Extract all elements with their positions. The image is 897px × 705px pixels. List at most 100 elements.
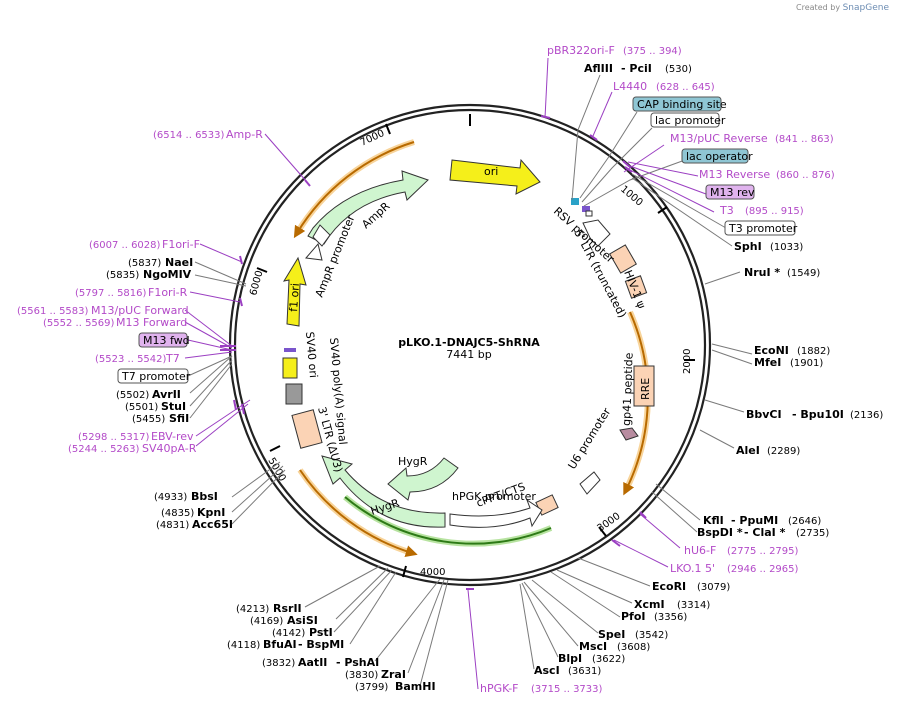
site-aatii-pos: (3832)	[262, 658, 295, 669]
label-t3-promoter: T3 promoter	[728, 222, 798, 235]
site-kpni: KpnI	[197, 506, 225, 519]
feature-box-t7-promoter: T7 promoter	[117, 368, 191, 384]
primer-ebv-rev-pos: (5298 .. 5317)	[78, 432, 150, 443]
site-psti: PstI	[309, 626, 333, 639]
site-msci: MscI	[579, 640, 607, 653]
primer-m13-forward: M13 Forward	[116, 316, 187, 329]
label-sv40-ori: SV40 ori	[303, 331, 320, 378]
feature-sv40-ori-box	[282, 357, 298, 379]
tick-label-3000: 3000	[595, 511, 622, 535]
tick-label-1000: 1000	[618, 184, 645, 209]
site-asci: AscI	[534, 664, 560, 677]
site-sfii: SfiI	[169, 412, 189, 425]
feature-box-t3-promoter: T3 promoter	[724, 220, 798, 236]
primer-amp-r: Amp-R	[226, 128, 263, 141]
site-blpi-pos: (3622)	[592, 654, 625, 665]
credit-text: Created by	[796, 3, 841, 12]
primer-lko1-5: LKO.1 5'	[670, 562, 715, 575]
label-ori: ori	[484, 165, 498, 178]
site-bamhi: BamHI	[395, 680, 436, 693]
site-bfuai: BfuAI	[263, 638, 297, 651]
site-asisi-pos: (4169)	[250, 616, 283, 627]
feature-small-purple	[284, 348, 296, 352]
label-gp41: gp41 peptide	[620, 352, 636, 426]
site-rsrii-pos: (4213)	[236, 604, 269, 615]
feature-hygr-b: HygR	[321, 455, 446, 528]
primer-m13puc-forward-pos: (5561 .. 5583)	[17, 306, 89, 317]
site-avrii-pos: (5502)	[116, 390, 149, 401]
site-psti-pos: (4142)	[272, 628, 305, 639]
tick-marks	[256, 114, 695, 578]
site-naei-pos: (5837)	[128, 258, 161, 269]
site-asisi: AsiSI	[287, 614, 318, 627]
site-sphi: SphI	[734, 240, 762, 253]
primer-hpgk-f-pos: (3715 .. 3733)	[531, 684, 603, 695]
feature-rre: RRE	[633, 365, 655, 407]
site-clai: - ClaI *	[744, 526, 786, 539]
primer-sv40pa-r: SV40pA-R	[142, 442, 197, 455]
site-ecori: EcoRI	[652, 580, 686, 593]
site-mfei: MfeI	[754, 356, 781, 369]
site-xcmi-pos: (3314)	[677, 600, 710, 611]
site-afliii-pos: (530)	[665, 64, 692, 75]
site-kpni-pos: (4835)	[161, 508, 194, 519]
site-avrii: AvrII	[152, 388, 181, 401]
site-bamhi-pos: (3799)	[355, 682, 388, 693]
site-pcii: - PciI	[621, 62, 652, 75]
primer-f1ori-f: F1ori-F	[162, 238, 200, 251]
feature-rsv-lttr-boxes	[571, 198, 648, 299]
site-bspdi: BspDI *	[697, 526, 743, 539]
primer-t7-pos: (5523 .. 5542)	[95, 354, 167, 365]
primer-sv40pa-r-pos: (5244 .. 5263)	[68, 444, 140, 455]
snapgene-logo-text: SnapGene	[842, 3, 889, 13]
site-bbvci: BbvCI	[746, 408, 782, 421]
site-bspmi: - BspMI	[298, 638, 344, 651]
site-alei: AleI	[736, 444, 760, 457]
primer-hpgk-f: hPGK-F	[480, 682, 518, 695]
feature-ori: ori	[449, 158, 541, 195]
primer-pbr322ori-f: pBR322ori-F	[547, 44, 615, 57]
site-spei: SpeI	[598, 628, 625, 641]
primer-f1ori-r-pos: (5797 .. 5816)	[75, 288, 147, 299]
site-nrui-pos: (1549)	[787, 268, 820, 279]
primer-l4440-pos: (628 .. 645)	[656, 82, 715, 93]
feature-box-lac-operator: lac operator	[681, 148, 753, 164]
site-ecori-pos: (3079)	[697, 582, 730, 593]
primer-m13-forward-pos: (5552 .. 5569)	[43, 318, 115, 329]
feature-hpgk-promoter: hPGK promoter	[449, 490, 543, 528]
connector-lines	[184, 57, 753, 690]
label-u6: U6 promoter	[566, 405, 614, 471]
primer-m13puc-reverse-pos: (841 .. 863)	[775, 134, 834, 145]
feature-hygr-a: HygR	[387, 455, 459, 501]
site-zrai: ZraI	[381, 668, 406, 681]
site-bfuai-pos: (4118)	[227, 640, 260, 651]
feature-box-cap: CAP binding site	[632, 96, 727, 112]
site-blpi: BlpI	[558, 652, 582, 665]
site-stui: StuI	[161, 400, 186, 413]
site-acc65i-pos: (4831)	[156, 520, 189, 531]
label-m13-rev: M13 rev	[710, 186, 755, 199]
site-pshai: - PshAI	[336, 656, 379, 669]
tick-label-6000: 6000	[248, 269, 265, 296]
label-t7-promoter: T7 promoter	[121, 370, 191, 383]
primer-m13puc-reverse: M13/pUC Reverse	[670, 132, 768, 145]
site-rsrii: RsrII	[273, 602, 302, 615]
tick-label-2000: 2000	[682, 349, 693, 374]
site-econi-pos: (1882)	[797, 346, 830, 357]
site-bbsi: BbsI	[191, 490, 218, 503]
primer-l4440: L4440	[613, 80, 647, 93]
primer-ebv-rev: EBV-rev	[151, 430, 194, 443]
site-naei: NaeI	[165, 256, 193, 269]
site-acc65i: Acc65I	[192, 518, 233, 531]
primer-m13-reverse: M13 Reverse	[699, 168, 770, 181]
primer-marks	[220, 115, 647, 590]
label-m13-fwd: M13 fwd	[143, 334, 190, 347]
label-hpgk: hPGK promoter	[452, 490, 536, 503]
feature-box-m13-fwd: M13 fwd	[138, 332, 190, 348]
primer-t7: T7	[165, 352, 180, 365]
tick-label-4000: 4000	[420, 567, 445, 578]
site-kfli: KflI	[703, 514, 724, 527]
site-bspdi-pos: (2735)	[796, 528, 829, 539]
primer-hu6-f-pos: (2775 .. 2795)	[727, 546, 799, 557]
